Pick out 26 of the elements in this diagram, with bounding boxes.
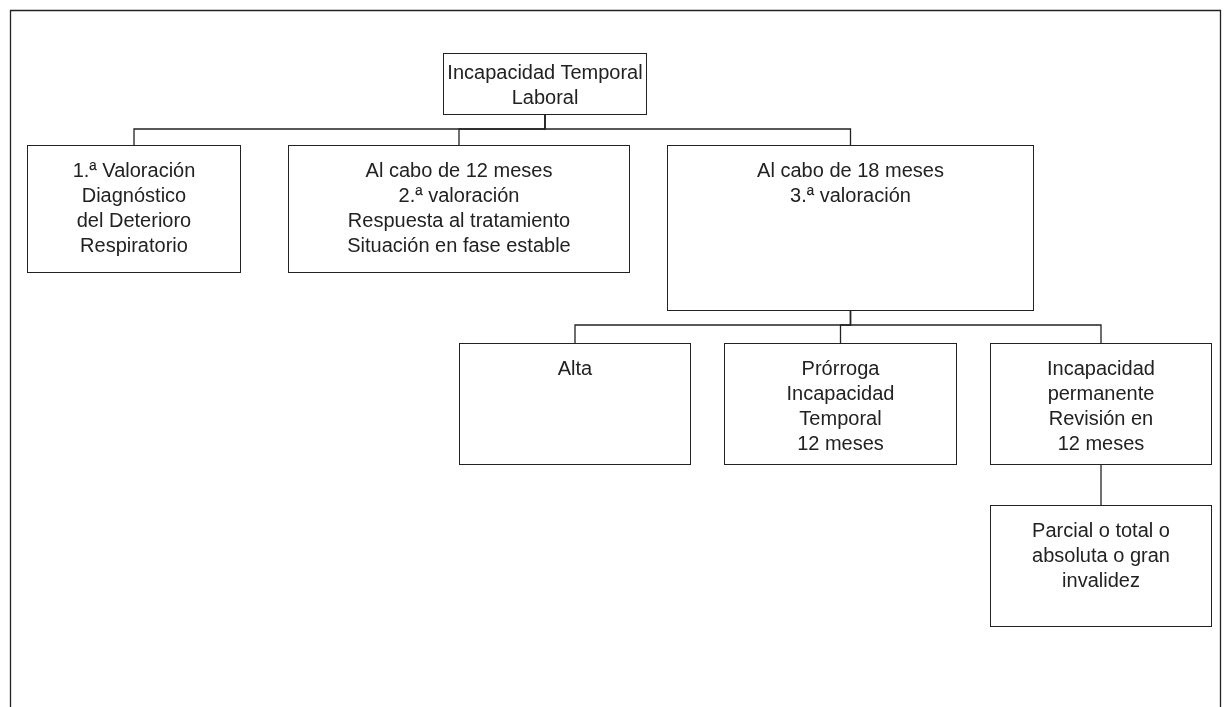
box-text: Al cabo de 12 meses bbox=[365, 158, 553, 183]
process-box bbox=[27, 145, 241, 273]
box-text: Revisión en 12 meses bbox=[1047, 406, 1155, 456]
box-text: Al cabo de 18 meses bbox=[757, 158, 944, 183]
process-box bbox=[990, 505, 1212, 627]
process-box bbox=[724, 343, 957, 465]
box-text: 2.ª valoración bbox=[398, 183, 520, 208]
box-text: Respuesta al tratamiento bbox=[347, 208, 571, 233]
box-text: Diagnóstico del Deterioro Respiratorio bbox=[75, 183, 193, 258]
box-text: 1.ª Valoración bbox=[72, 158, 196, 183]
box-text: Incapacidad Temporal Laboral bbox=[446, 60, 644, 110]
box-text: 3.ª valoración bbox=[790, 183, 911, 208]
process-box bbox=[288, 145, 630, 273]
process-box bbox=[667, 145, 1034, 311]
connector-line bbox=[1100, 464, 1102, 506]
process-box bbox=[459, 343, 691, 465]
process-box bbox=[443, 53, 647, 115]
box-text: Situación en fase estable bbox=[347, 233, 571, 258]
connector-line bbox=[544, 114, 852, 146]
box-text: Alta bbox=[557, 356, 593, 381]
box-text: Incapacidad permanente bbox=[1046, 356, 1156, 406]
connector-line bbox=[849, 310, 1102, 344]
process-box bbox=[990, 343, 1212, 465]
box-text: Parcial o total o absoluta o gran invalidez bbox=[1031, 518, 1171, 593]
box-text: 12 meses bbox=[797, 431, 884, 456]
box-text: Prórroga Incapacidad Temporal bbox=[785, 356, 896, 431]
